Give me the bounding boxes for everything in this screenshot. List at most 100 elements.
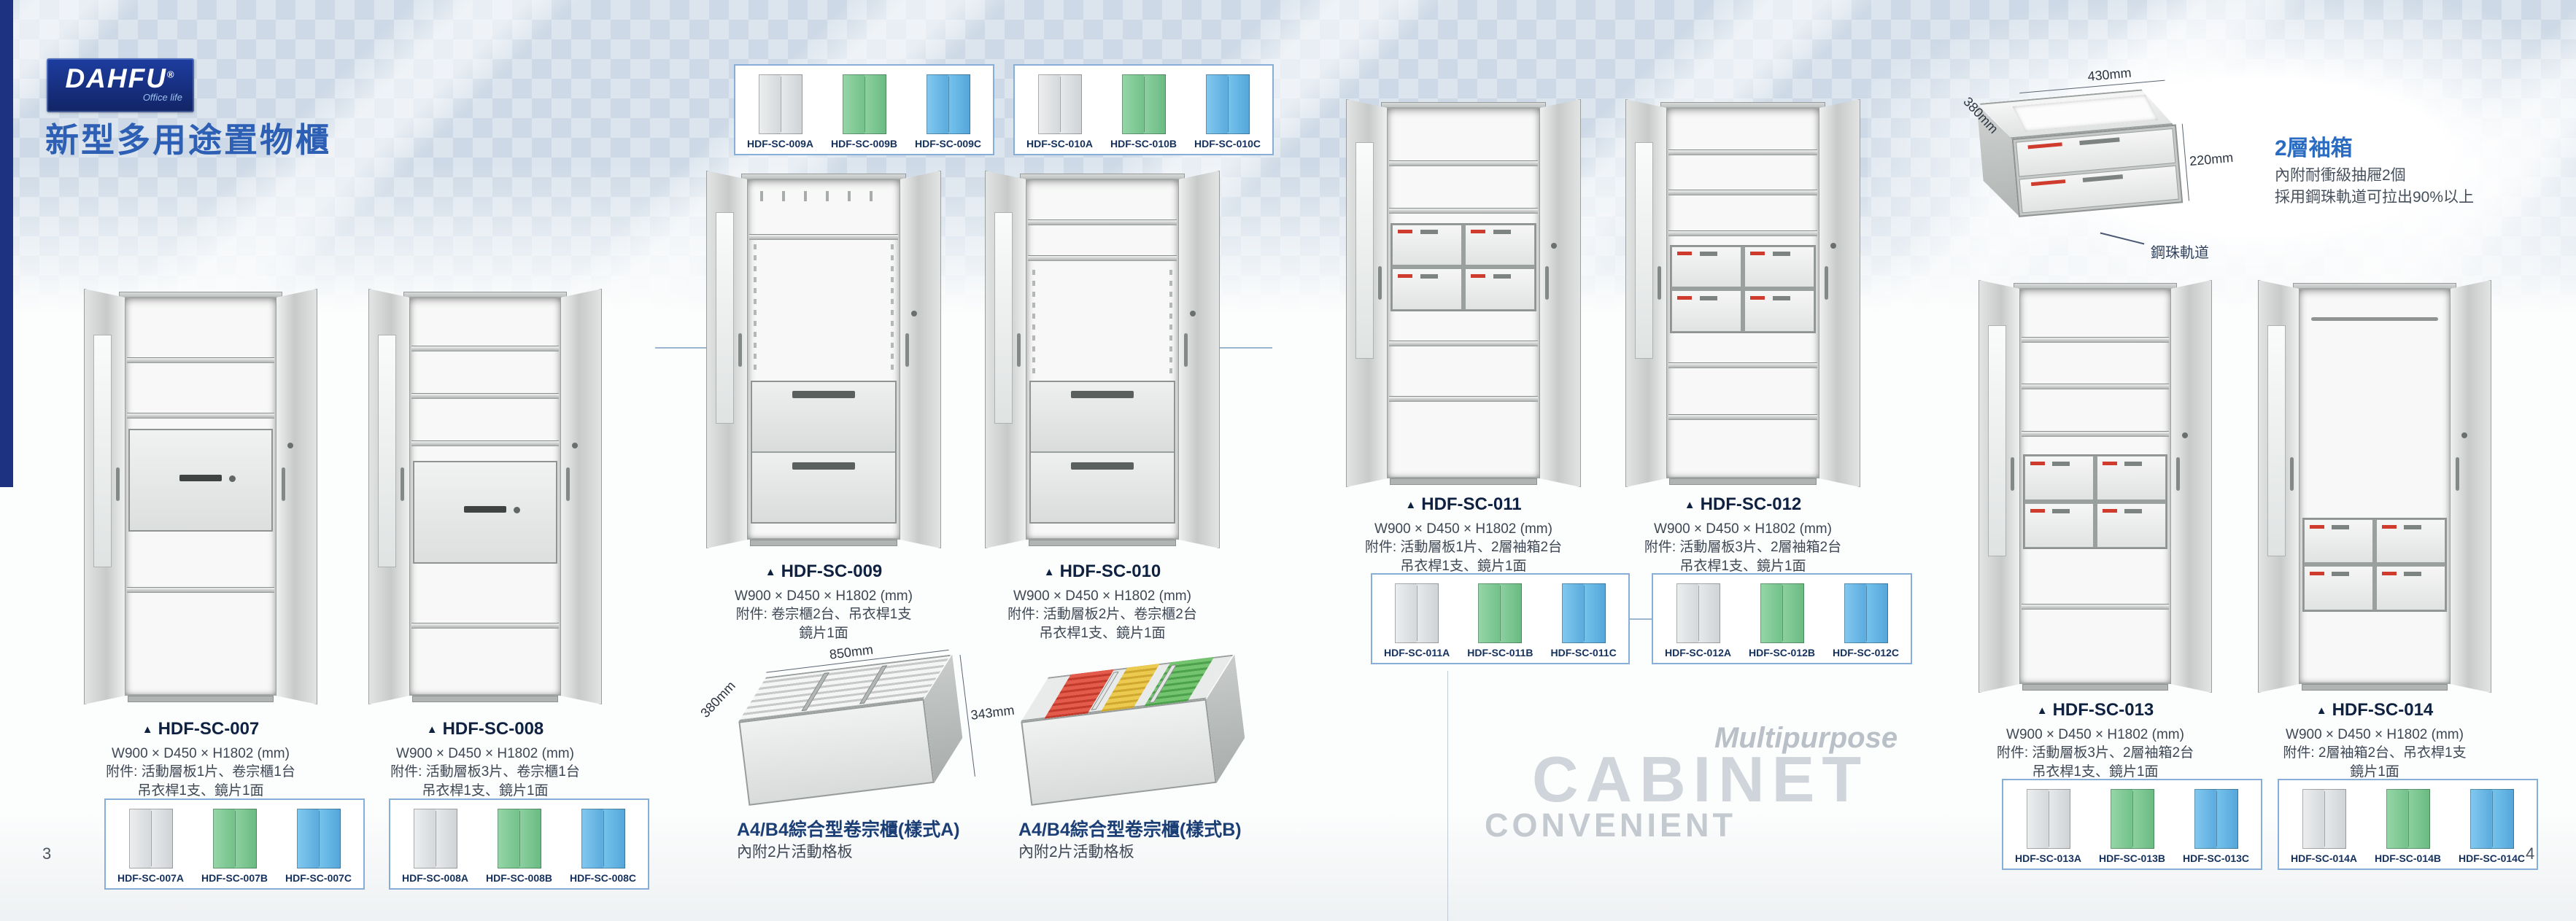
- variant-code: HDF-SC-011C: [1550, 647, 1617, 658]
- handle-slot: [2332, 524, 2350, 529]
- door-handle: [1545, 266, 1549, 300]
- drawer-box-unit: [2023, 454, 2167, 549]
- handle-slot: [1699, 295, 1718, 300]
- green-chip: [842, 74, 886, 134]
- label-holder: [2030, 509, 2045, 513]
- variant-swatches-008: HDF-SC-008A HDF-SC-008B HDF-SC-008C: [389, 798, 650, 890]
- small-drawer: [2304, 518, 2373, 564]
- variant-swatches-013: HDF-SC-013A HDF-SC-013B HDF-SC-013C: [2002, 779, 2263, 870]
- variant-code: HDF-SC-012B: [1749, 647, 1816, 658]
- label-holder: [1397, 230, 1413, 234]
- handle-slot: [2052, 462, 2070, 467]
- green-chip: [497, 809, 541, 868]
- lock: [287, 443, 293, 448]
- variant-code: HDF-SC-012A: [1665, 647, 1732, 658]
- box-front-face: [2011, 124, 2184, 217]
- variant: HDF-SC-009A: [747, 74, 813, 149]
- small-drawer: [1392, 268, 1462, 310]
- right-door: [276, 289, 317, 704]
- grey-chip: [2302, 789, 2346, 849]
- small-drawer: [1465, 224, 1535, 266]
- handle-slot: [179, 474, 223, 481]
- shelf: [1389, 395, 1538, 402]
- handle-slot: [2124, 462, 2143, 467]
- drawer-box-unit: [2302, 517, 2447, 612]
- accessories-line-2: 吊衣桿1支、鏡片1面: [1039, 625, 1166, 641]
- shelf: [2022, 431, 2169, 438]
- accessories-line-1: 附件: 卷宗櫃2台、吊衣桿1支: [735, 607, 912, 623]
- mirror: [378, 335, 396, 567]
- shelf: [1389, 341, 1538, 347]
- model-name: ▲HDF-SC-008: [354, 719, 616, 739]
- mirror: [1355, 142, 1374, 360]
- product-caption-014: ▲HDF-SC-014 W900 × D450 × H1802 (mm) 附件:…: [2243, 700, 2506, 781]
- handle-slot: [1070, 462, 1134, 470]
- door-handle: [738, 333, 742, 367]
- small-drawer: [2376, 566, 2445, 610]
- cabinet-interior: [1025, 179, 1180, 540]
- triangle-icon: ▲: [2316, 704, 2327, 717]
- lock: [911, 311, 917, 316]
- label-holder: [1749, 295, 1765, 300]
- variant-code: HDF-SC-007B: [201, 872, 268, 884]
- label-holder: [2381, 572, 2397, 576]
- accessories-line-2: 鏡片1面: [2350, 763, 2399, 780]
- door-handle: [282, 467, 285, 501]
- variant-code: HDF-SC-008B: [486, 872, 553, 884]
- variant: HDF-SC-008A: [402, 809, 468, 884]
- variant-swatches-011: HDF-SC-011A HDF-SC-011B HDF-SC-011C: [1371, 573, 1630, 664]
- door-handle: [566, 467, 570, 501]
- shelf: [749, 233, 898, 240]
- accessories-line-1: 附件: 活動層板1片、卷宗櫃1台: [106, 764, 295, 780]
- dimensions-text: W900 × D450 × H1802 (mm): [1654, 521, 1832, 537]
- variant: HDF-SC-007A: [117, 809, 184, 884]
- blue-chip: [926, 74, 970, 134]
- mirror: [1988, 325, 2006, 556]
- handle-slot: [2052, 509, 2070, 514]
- right-door: [1539, 99, 1581, 487]
- shelf-rail: [1169, 269, 1172, 374]
- variant-code: HDF-SC-010C: [1194, 138, 1261, 149]
- dimensions-text: W900 × D450 × H1802 (mm): [396, 746, 574, 761]
- variant-code: HDF-SC-007C: [285, 872, 352, 884]
- dimension-line: [2181, 123, 2189, 201]
- blue-chip: [296, 809, 341, 868]
- cabinet-interior: [2019, 288, 2172, 684]
- cabinet-interior: [2298, 288, 2451, 684]
- right-door: [2450, 280, 2491, 693]
- variant: HDF-SC-013A: [2015, 789, 2081, 864]
- grey-chip: [1676, 583, 1720, 643]
- handle-slot: [2404, 524, 2422, 529]
- variant-swatches-014: HDF-SC-014A HDF-SC-014B HDF-SC-014C: [2278, 779, 2539, 870]
- drawer-front: [752, 381, 895, 452]
- variant-swatches-012: HDF-SC-012A HDF-SC-012B HDF-SC-012C: [1652, 573, 1913, 664]
- triangle-icon: ▲: [1405, 499, 1417, 511]
- variant: HDF-SC-010A: [1026, 74, 1093, 149]
- cabinet-illustration-010: [985, 174, 1220, 548]
- variant: HDF-SC-012A: [1665, 583, 1731, 658]
- handle-slot: [1493, 230, 1512, 235]
- model-name: ▲HDF-SC-011: [1332, 494, 1595, 515]
- accessories-line-1: 附件: 活動層板2片、卷宗櫃2台: [1007, 607, 1197, 623]
- variant-code: HDF-SC-014B: [2375, 852, 2442, 864]
- small-drawer: [2097, 456, 2166, 501]
- mirror: [2267, 325, 2286, 556]
- shelf: [1028, 255, 1177, 262]
- small-drawer: [1671, 290, 1741, 333]
- variant: HDF-SC-014A: [2291, 789, 2357, 864]
- small-drawer: [1671, 246, 1741, 288]
- cabinet-base: [2022, 684, 2168, 691]
- variant-code: HDF-SC-011B: [1467, 647, 1533, 658]
- cabinet-interior: [1386, 107, 1541, 478]
- drawer-front: [1031, 451, 1174, 523]
- model-text: HDF-SC-009: [781, 561, 883, 581]
- product-caption-007: ▲HDF-SC-007 W900 × D450 × H1802 (mm) 附件:…: [69, 719, 332, 800]
- handle-slot: [1493, 273, 1512, 279]
- left-door: [1346, 99, 1388, 487]
- shelf: [411, 346, 559, 352]
- small-drawer: [1465, 268, 1535, 310]
- right-door: [560, 289, 602, 704]
- hanging-rod: [2311, 316, 2438, 321]
- model-text: HDF-SC-010: [1059, 561, 1161, 581]
- shelf: [2022, 384, 2169, 390]
